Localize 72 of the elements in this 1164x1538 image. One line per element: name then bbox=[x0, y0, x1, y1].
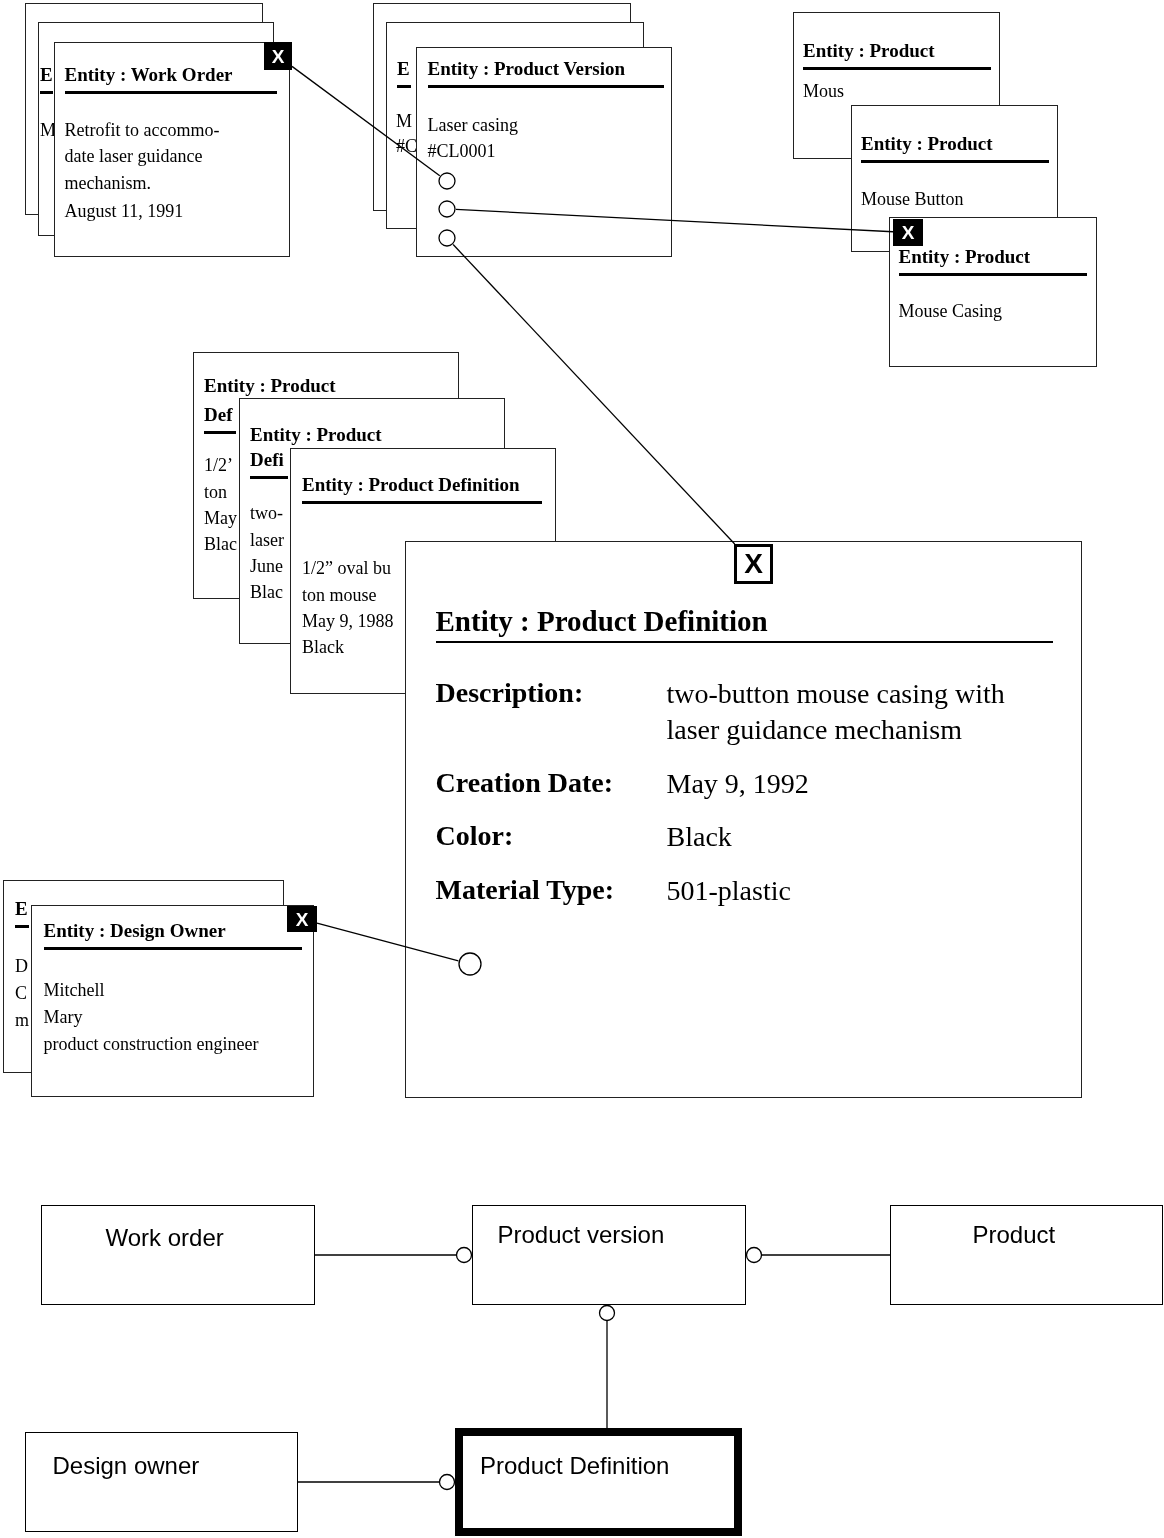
field-label: Description: bbox=[435, 675, 585, 710]
card-text: M bbox=[40, 119, 55, 142]
card-text: Blac bbox=[250, 581, 284, 604]
x-marker: X bbox=[264, 42, 292, 70]
card-heading: Entity : Product bbox=[250, 423, 383, 447]
field-label: Material Type: bbox=[435, 872, 616, 907]
card-heading: Entity : Product Definition bbox=[435, 603, 1053, 643]
entity-name: Design owner bbox=[52, 1451, 200, 1480]
card-text: Blac bbox=[204, 533, 238, 556]
field-label: Color: bbox=[435, 818, 515, 853]
card-text: M bbox=[396, 110, 413, 133]
card-heading: Entity : Product Definition bbox=[302, 473, 542, 504]
card-text: #C bbox=[396, 135, 415, 158]
entity-card bbox=[889, 217, 1097, 367]
entity-card bbox=[405, 541, 1082, 1098]
entity-box bbox=[41, 1205, 315, 1305]
card-text: C bbox=[15, 982, 28, 1005]
card-text: May bbox=[204, 507, 236, 530]
card-text: D bbox=[15, 955, 29, 978]
entity-box bbox=[455, 1428, 742, 1536]
card-text: m bbox=[15, 1009, 30, 1032]
entity-name: Product version bbox=[497, 1220, 665, 1249]
card-text: 1/2’ ton bbox=[204, 454, 233, 504]
connector-line bbox=[455, 208, 894, 233]
connector-circle bbox=[438, 200, 456, 218]
card-text: August 11, 1991 bbox=[64, 199, 185, 223]
connector-circle bbox=[438, 172, 456, 190]
field-value: two-button mouse casing with laser guidance mechanism bbox=[666, 676, 1006, 747]
card-heading: Def bbox=[204, 403, 236, 434]
relationship-line bbox=[314, 1246, 473, 1264]
card-text: Retrofit to accommo- date laser guidance mechanism. bbox=[64, 118, 221, 195]
card-text: two- laser bbox=[250, 502, 285, 552]
card-text: 1/2” oval bu ton mouse bbox=[302, 557, 392, 607]
connector-circle bbox=[438, 229, 456, 247]
card-text: June bbox=[250, 555, 284, 578]
field-value: May 9, 1992 bbox=[666, 766, 810, 801]
card-text: Mous bbox=[803, 80, 845, 103]
connector-line bbox=[291, 65, 441, 177]
card-text: Mouse Button bbox=[861, 188, 965, 211]
field-value: Black bbox=[666, 819, 733, 854]
connector-circle bbox=[458, 952, 482, 976]
card-text: Mary bbox=[43, 1005, 84, 1029]
card-text: Laser casing bbox=[427, 113, 519, 137]
card-heading: Entity : Product bbox=[861, 132, 1049, 163]
entity-card bbox=[31, 905, 314, 1097]
connector-line bbox=[316, 922, 460, 962]
entity-box bbox=[25, 1432, 298, 1532]
entity-box bbox=[890, 1205, 1163, 1305]
card-heading: E bbox=[397, 57, 411, 88]
card-heading: Entity : Product bbox=[204, 374, 337, 398]
x-marker: X bbox=[734, 544, 773, 584]
x-marker: X bbox=[893, 219, 923, 246]
field-label: Creation Date: bbox=[435, 765, 615, 800]
entity-card bbox=[416, 47, 672, 257]
card-text: Mouse Casing bbox=[898, 299, 1003, 323]
relationship-line bbox=[745, 1246, 891, 1264]
entity-box bbox=[472, 1205, 746, 1305]
relationship-line bbox=[297, 1473, 456, 1491]
entity-name: Product bbox=[972, 1220, 1056, 1249]
connector-line bbox=[452, 243, 736, 545]
entity-name: Product Definition bbox=[480, 1452, 670, 1480]
card-text: Mitchell bbox=[43, 978, 106, 1002]
card-text: Black bbox=[302, 636, 345, 659]
relationship-line bbox=[598, 1304, 616, 1429]
card-heading: Entity : Product bbox=[803, 39, 991, 70]
card-text: #CL0001 bbox=[427, 139, 497, 163]
entity-name: Work order bbox=[105, 1223, 224, 1252]
entity-card bbox=[54, 42, 290, 257]
card-text: product construction engineer bbox=[43, 1032, 260, 1056]
card-heading: Entity : Product Version bbox=[427, 56, 664, 88]
field-value: 501-plastic bbox=[666, 873, 792, 908]
card-text: May 9, 1988 bbox=[302, 610, 395, 633]
